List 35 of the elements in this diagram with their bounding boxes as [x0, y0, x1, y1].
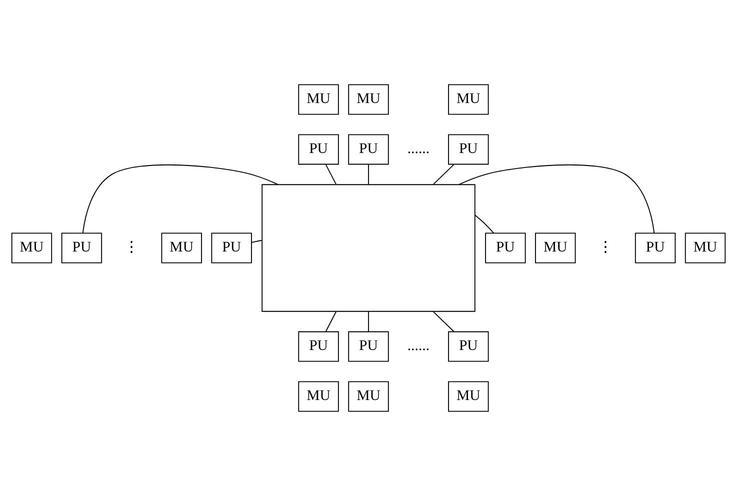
node-box: PU	[298, 330, 339, 362]
connector	[368, 164, 369, 184]
node-box: MU	[161, 232, 202, 263]
label: ⋮	[124, 239, 140, 256]
node-box: PU	[348, 330, 389, 362]
node-box: PU	[634, 232, 676, 263]
connector	[251, 239, 262, 242]
node-box	[262, 184, 476, 312]
node-box: PU	[448, 330, 489, 362]
node-box: PU	[298, 134, 339, 164]
connector	[82, 164, 278, 234]
node-box: MU	[448, 84, 489, 114]
node-box: MU	[298, 84, 339, 114]
node-box: PU	[61, 232, 102, 263]
node-box: MU	[298, 380, 339, 412]
label: ⋮	[598, 239, 613, 256]
node-box: MU	[535, 232, 576, 263]
node-box: PU	[485, 232, 526, 263]
connector	[432, 310, 454, 332]
node-box: MU	[348, 84, 389, 114]
node-box: MU	[684, 232, 726, 263]
connector	[458, 164, 655, 234]
connector	[474, 214, 494, 234]
node-box: MU	[348, 380, 389, 412]
connector	[325, 310, 337, 332]
node-box: MU	[448, 380, 489, 412]
node-box: MU	[11, 232, 52, 263]
node-box: PU	[348, 134, 389, 164]
node-box: PU	[211, 232, 252, 263]
node-box: PU	[448, 134, 489, 164]
label: ......	[407, 338, 430, 354]
connector	[368, 310, 369, 332]
label: ......	[407, 140, 430, 156]
connector	[325, 164, 337, 184]
connector	[432, 164, 454, 184]
